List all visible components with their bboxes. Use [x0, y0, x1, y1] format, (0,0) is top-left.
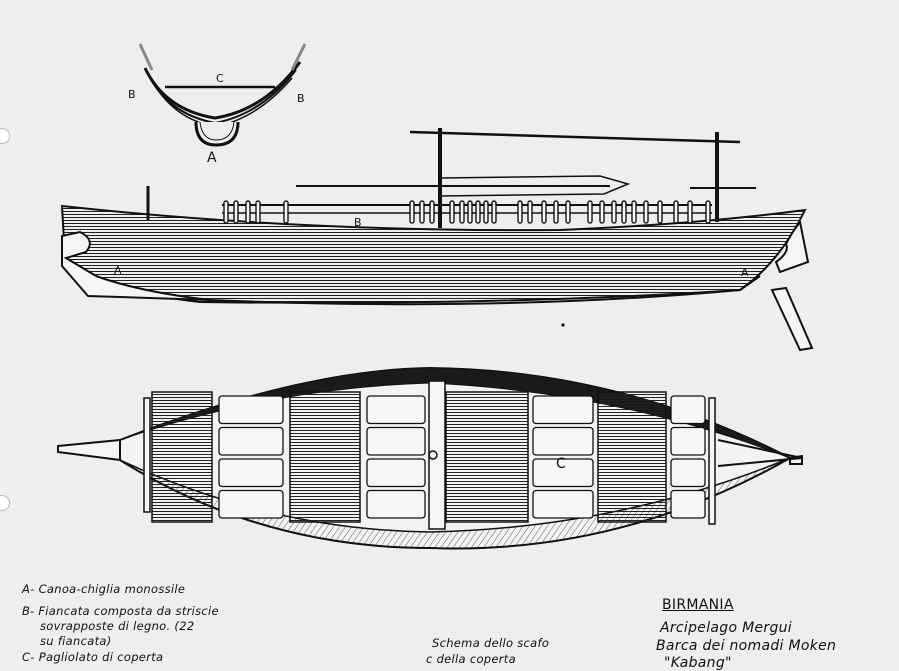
title-line-2: Barca dei nomadi Moken	[656, 638, 837, 654]
section-label-b-right: B	[297, 92, 305, 105]
deck-slat	[670, 489, 706, 519]
deck-slat	[670, 458, 706, 488]
deck-slat	[366, 426, 426, 456]
deck-slat	[218, 489, 284, 519]
cross-section	[138, 43, 307, 147]
section-label-a: A	[207, 150, 217, 166]
title-country: BIRMANIA	[662, 597, 734, 613]
stanchion	[223, 200, 229, 224]
deck-slat	[670, 426, 706, 456]
stanchion	[255, 200, 261, 224]
stanchion	[467, 200, 473, 224]
gunwale-stanchions	[223, 200, 711, 224]
stanchion	[475, 200, 481, 224]
title-line-1: Arcipelago Mergui	[660, 620, 792, 636]
stanchion	[527, 200, 533, 224]
stanchion	[449, 200, 455, 224]
stanchion	[673, 200, 679, 224]
stanchion	[483, 200, 489, 224]
deck-panels	[151, 391, 706, 523]
stanchion	[429, 200, 435, 224]
stanchion	[599, 200, 605, 224]
deck-hatch-panel	[289, 391, 361, 523]
stanchion	[643, 200, 649, 224]
profile-label-a-stern: A	[741, 266, 749, 279]
caption-line-1: Schema dello scafo	[432, 636, 550, 650]
deck-slat	[218, 458, 284, 488]
stanchion	[541, 200, 547, 224]
stanchion	[233, 200, 239, 224]
title-line-3: "Kabang"	[664, 655, 732, 671]
profile-label-a-bow: A	[114, 264, 122, 277]
deck-slat	[532, 489, 594, 519]
legend-item-b: B- Fiancata composta da striscie	[22, 604, 219, 618]
stanchion	[491, 200, 497, 224]
deck-slat	[670, 395, 706, 425]
stanchion	[245, 200, 251, 224]
stanchion	[587, 200, 593, 224]
stanchion	[621, 200, 627, 224]
stanchion	[517, 200, 523, 224]
legend-item-b-cont2: su fiancata)	[40, 634, 112, 648]
deck-hatch-panel	[597, 391, 667, 523]
deck-slat	[532, 458, 594, 488]
section-label-c: C	[216, 72, 224, 85]
legend-item-a: A- Canoa-chiglia monossile	[22, 582, 186, 596]
legend-item-b-cont: sovrapposte di legno. (22	[40, 619, 195, 633]
stanchion	[459, 200, 465, 224]
stanchion	[283, 200, 289, 224]
deck-hatch-panel	[445, 391, 529, 523]
deck-slat	[532, 426, 594, 456]
deck-slat	[366, 395, 426, 425]
deck-slat	[366, 489, 426, 519]
caption-line-2: c della coperta	[426, 652, 516, 666]
stanchion	[631, 200, 637, 224]
stanchion	[657, 200, 663, 224]
deck-slat	[366, 458, 426, 488]
stanchion	[419, 200, 425, 224]
side-profile	[60, 128, 814, 352]
stanchion	[611, 200, 617, 224]
deck-slat	[218, 426, 284, 456]
legend-item-c: C- Pagliolato di coperta	[22, 650, 164, 664]
deck-slat	[218, 395, 284, 425]
profile-label-b: B	[354, 216, 362, 229]
stanchion	[705, 200, 711, 224]
section-label-b-left: B	[128, 88, 136, 101]
stanchion	[565, 200, 571, 224]
stanchion	[409, 200, 415, 224]
deck-slat	[532, 395, 594, 425]
stanchion	[687, 200, 693, 224]
deck-hatch-panel	[151, 391, 213, 523]
stanchion	[553, 200, 559, 224]
plan-label-c: C	[556, 456, 566, 472]
